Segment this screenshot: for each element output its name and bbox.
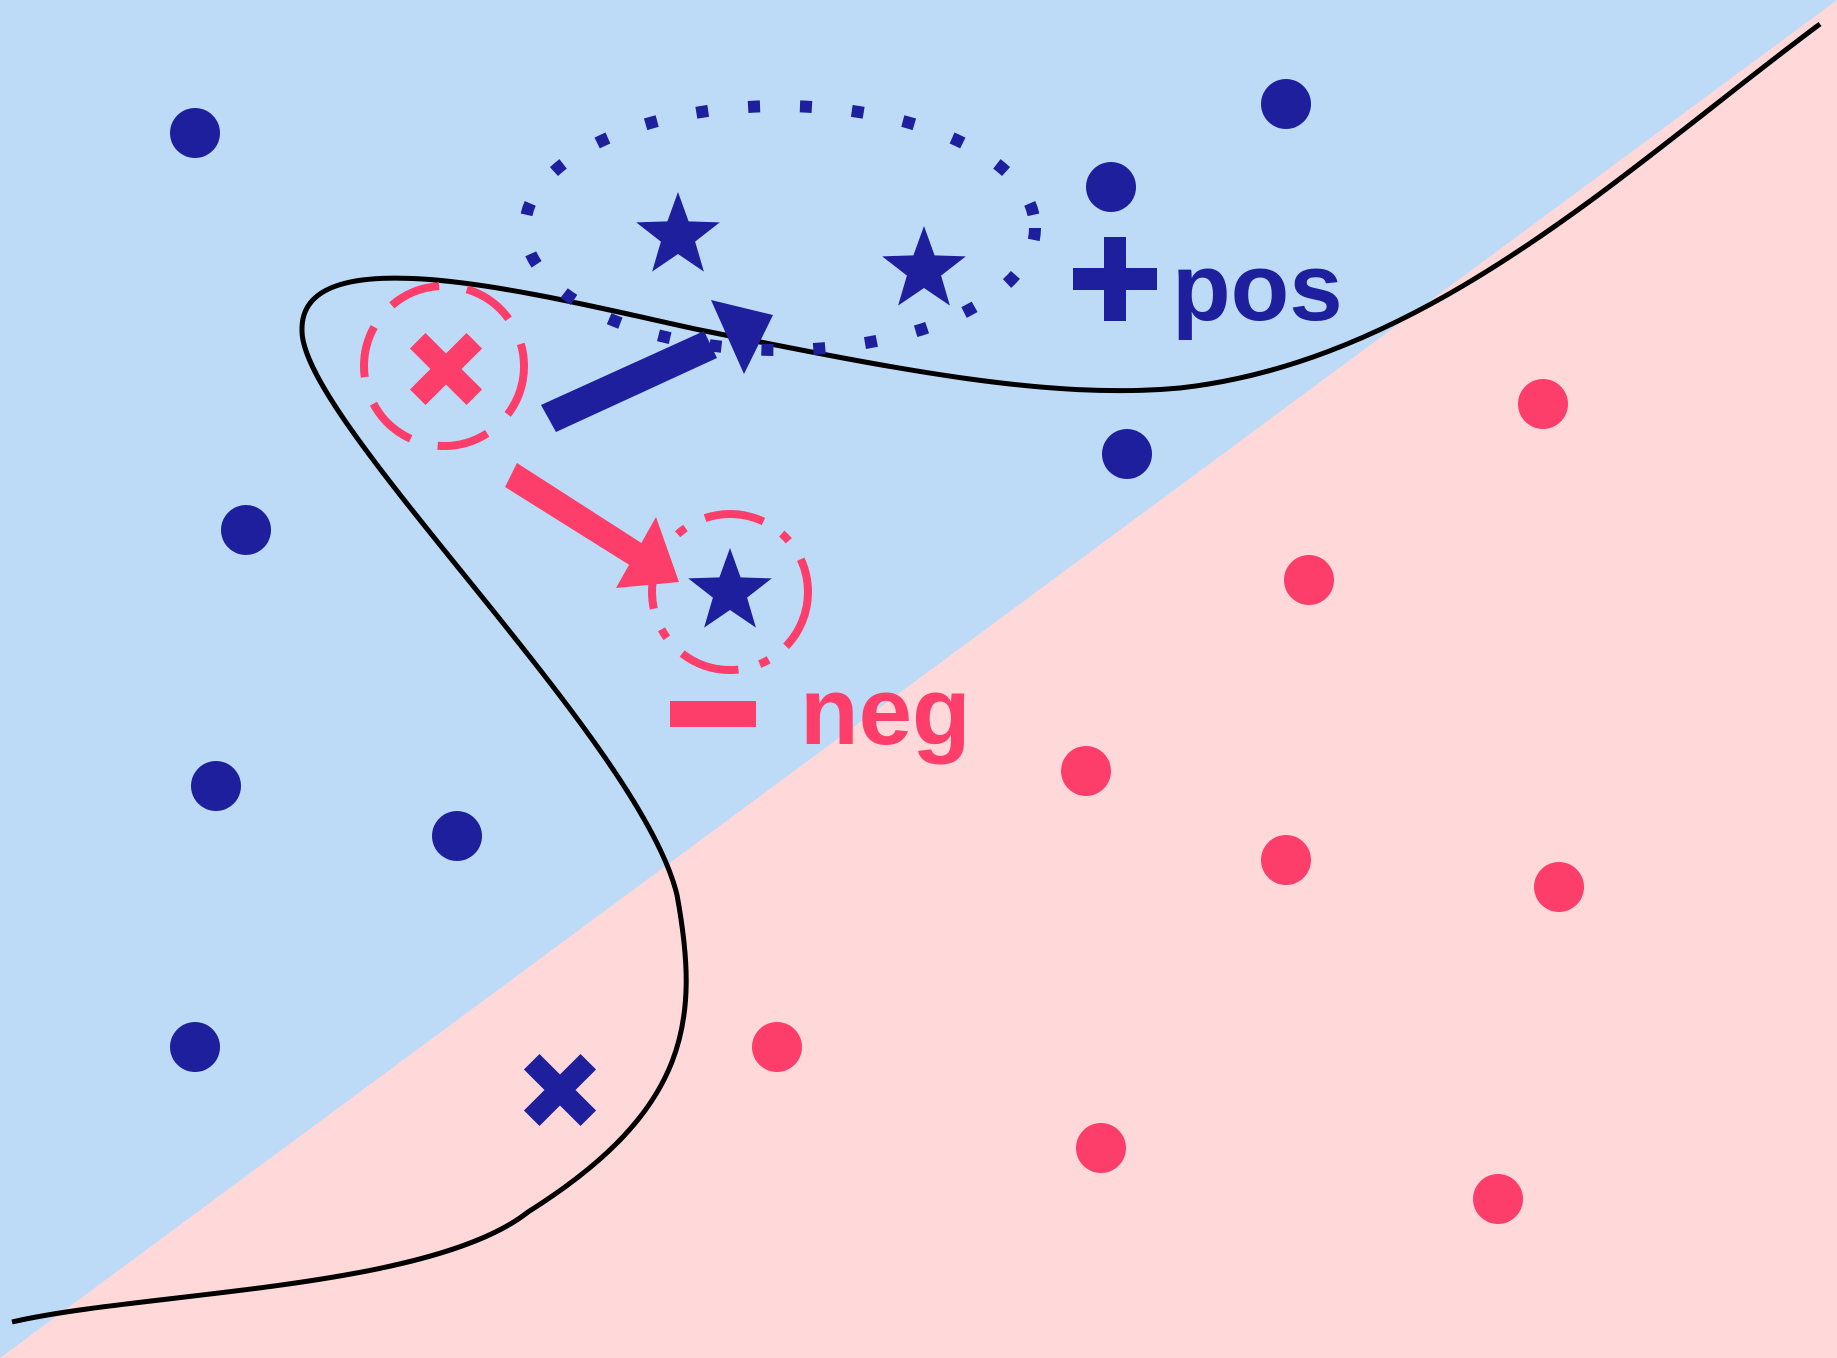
positive-sample-dot (432, 811, 482, 861)
negative-sample-dot (1261, 835, 1311, 885)
cross-marker-icon (409, 332, 483, 406)
minus-sign-icon (670, 701, 756, 727)
negative-sample-dot (752, 1022, 802, 1072)
negative-arrow (505, 463, 679, 588)
pos-label: pos (1172, 234, 1343, 341)
decision-boundary-curve (11, 21, 1822, 1325)
positive-sample-dot (170, 108, 220, 158)
positive-neighborhood-ellipse (519, 100, 1041, 356)
positive-arrow (541, 300, 773, 432)
negative-sample-dot (1473, 1174, 1523, 1224)
positive-samples (170, 79, 1311, 1072)
negative-neighborhood-circle (648, 510, 812, 674)
positive-sample-dot (170, 1022, 220, 1072)
positive-sample-dot (1086, 162, 1136, 212)
negative-sample-dot (1076, 1123, 1126, 1173)
positive-sample-dot (221, 505, 271, 555)
cross-marker-icon (523, 1053, 597, 1127)
plus-sign-icon (1073, 237, 1157, 321)
negative-sample-dot (1284, 555, 1334, 605)
negative-sample-dot (1518, 379, 1568, 429)
anchor-neighborhood-circle (360, 282, 528, 450)
positive-sample-dot (191, 761, 241, 811)
negative-sample-dot (1061, 746, 1111, 796)
neg-label: neg (800, 658, 971, 765)
negative-samples (752, 379, 1584, 1224)
positive-sample-dot (1102, 429, 1152, 479)
positive-sample-dot (1261, 79, 1311, 129)
negative-sample-dot (1534, 862, 1584, 912)
